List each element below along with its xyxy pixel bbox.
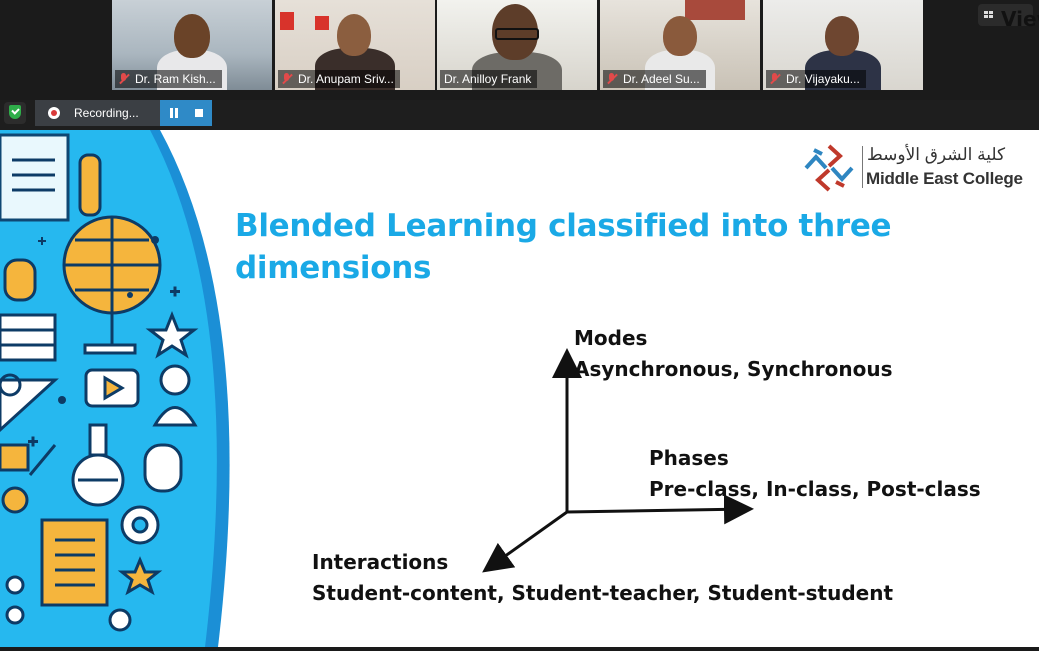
phases-heading: Phases [649, 446, 729, 470]
security-button[interactable] [4, 102, 26, 124]
stop-icon[interactable] [195, 109, 203, 117]
participant-name: Dr. Anupam Sriv... [278, 70, 400, 88]
three-axis-diagram [482, 348, 754, 573]
record-icon [48, 107, 60, 119]
interactions-detail: Student-content, Student-teacher, Studen… [312, 581, 894, 605]
modes-heading: Modes [574, 326, 648, 350]
shield-check-icon [9, 105, 21, 119]
mic-muted-icon [607, 73, 617, 85]
phases-axis [566, 494, 754, 525]
interactions-heading: Interactions [312, 550, 449, 574]
participant-tile[interactable]: Dr. Vijayaku... [763, 0, 923, 90]
video-strip: Dr. Ram Kish... Dr. Anupam Sriv... Dr. A… [0, 0, 1039, 100]
mic-muted-icon [282, 73, 292, 85]
pause-icon[interactable] [169, 108, 179, 118]
grid-icon [984, 11, 994, 19]
recording-toolbar: Recording... [0, 100, 1039, 130]
slide-bottom-border [0, 647, 1039, 651]
slide-title: Blended Learning classified into three d… [235, 208, 892, 286]
participant-name: Dr. Vijayaku... [766, 70, 866, 88]
participant-name: Dr. Ram Kish... [115, 70, 222, 88]
interactions-axis [482, 510, 568, 573]
phases-detail: Pre-class, In-class, Post-class [649, 477, 981, 501]
participant-tile-active[interactable]: Dr. Anilloy Frank [437, 0, 597, 90]
participant-name: Dr. Anilloy Frank [440, 70, 538, 88]
recording-indicator: Recording... [35, 100, 212, 126]
shared-slide: كلية الشرق الأوسط Middle East College Bl… [0, 130, 1039, 647]
college-logo: كلية الشرق الأوسط Middle East College [800, 140, 1035, 196]
participant-name: Dr. Adeel Su... [603, 70, 706, 88]
mic-muted-icon [770, 73, 780, 85]
education-icons-decoration [0, 130, 230, 647]
view-button[interactable]: View [978, 4, 1039, 31]
college-emblem-icon [804, 144, 854, 192]
mic-muted-icon [119, 73, 129, 85]
participant-tile[interactable]: Dr. Ram Kish... [112, 0, 272, 90]
modes-detail: Asynchronous, Synchronous [574, 357, 893, 381]
participant-tile[interactable]: Dr. Adeel Su... [600, 0, 760, 90]
participant-tile[interactable]: Dr. Anupam Sriv... [275, 0, 435, 90]
